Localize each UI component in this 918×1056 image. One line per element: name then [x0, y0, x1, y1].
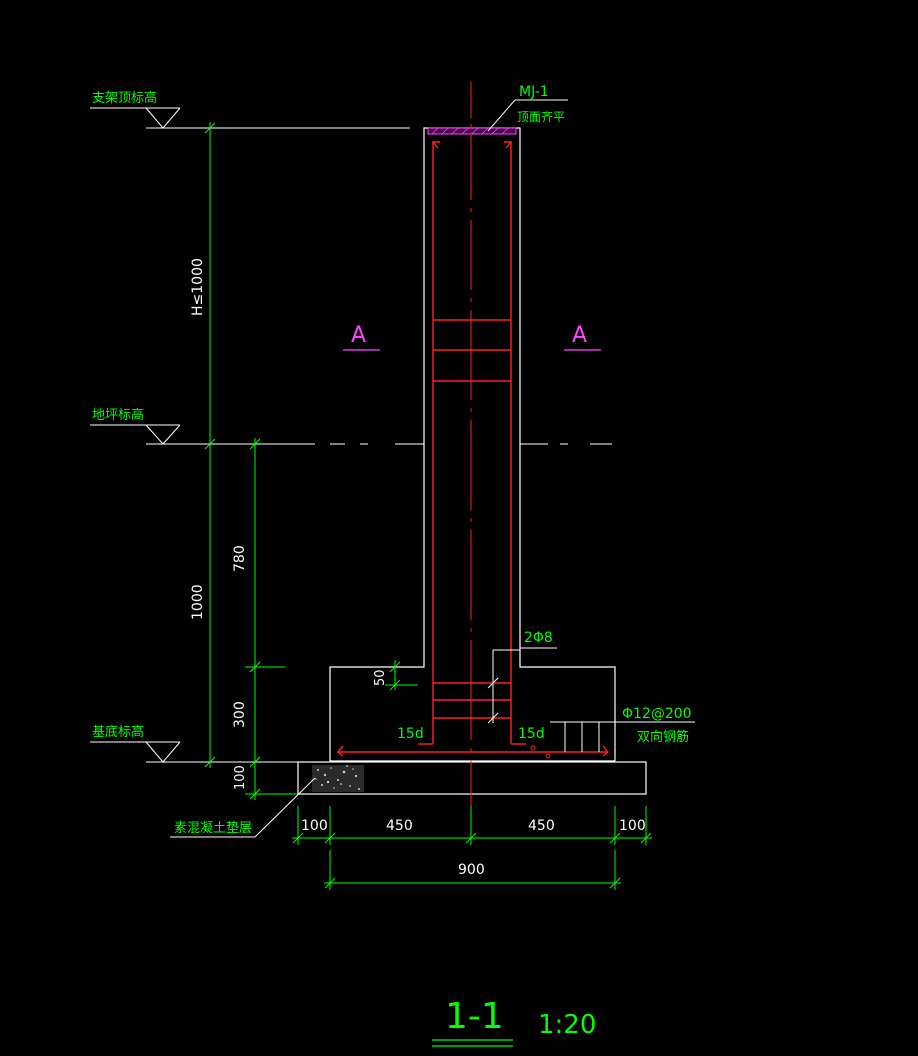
dim-half-right: 450 — [528, 818, 555, 834]
embed-plate — [427, 127, 517, 135]
base-elevation-label: 基底标高 — [92, 724, 144, 740]
embed-plate-leader — [487, 99, 568, 132]
dim-cushion-left: 100 — [301, 818, 328, 834]
anchor-right-label: 15d — [518, 726, 545, 742]
dim-footing-width: 900 — [458, 862, 485, 878]
dim-height-above-ground: H≤1000 — [190, 258, 206, 316]
dim-notch: 50 — [373, 669, 388, 686]
dim-cushion-right: 100 — [619, 818, 646, 834]
rebar-dot — [545, 753, 551, 759]
anchor-left-label: 15d — [397, 726, 424, 742]
top-elevation-marker — [90, 107, 410, 129]
bottom-rebar-label: Φ12@200 — [622, 706, 692, 722]
scale-label: 1:20 — [538, 1010, 596, 1040]
dim-embed-depth: 780 — [232, 545, 248, 572]
rebar-cage — [337, 141, 609, 757]
bottom-rebar-leader — [550, 721, 695, 752]
section-title: 1-1 — [445, 996, 504, 1037]
flush-note: 顶面齐平 — [517, 109, 565, 124]
vertical-dimensions — [204, 122, 418, 800]
cushion-label: 素混凝土垫层 — [174, 820, 252, 836]
stirrup-label: 2Φ8 — [524, 630, 553, 646]
horizontal-dimensions — [292, 806, 652, 890]
section-mark-left: A — [351, 323, 366, 348]
ground-elevation-label: 地坪标高 — [92, 407, 144, 423]
dim-footing-height: 300 — [232, 701, 248, 728]
rebar-dot — [530, 745, 536, 751]
dim-cushion-thickness: 100 — [233, 765, 248, 790]
stirrup-ticks — [487, 677, 499, 724]
ground-elevation-marker — [90, 424, 315, 445]
embed-plate-label: MJ-1 — [519, 84, 549, 100]
concrete-outline — [329, 127, 616, 762]
dim-half-left: 450 — [386, 818, 413, 834]
stirrup-leader — [492, 647, 557, 723]
top-elevation-label: 支架顶标高 — [92, 90, 157, 106]
base-elevation-marker — [90, 741, 298, 763]
cushion-leader — [170, 777, 316, 838]
bottom-rebar-note: 双向钢筋 — [637, 729, 689, 745]
dim-below-ground-total: 1000 — [190, 584, 206, 620]
cushion-layer — [297, 761, 647, 795]
section-mark-right: A — [572, 323, 587, 348]
